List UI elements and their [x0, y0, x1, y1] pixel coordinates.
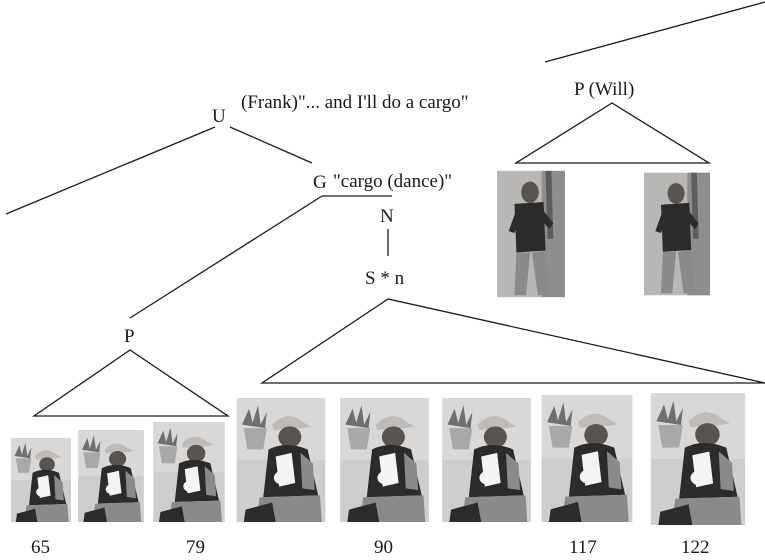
frame-number: 90 [374, 537, 393, 558]
edge-top-right [544, 1, 765, 63]
triangle-p-left [31, 349, 231, 417]
video-frame-8 [650, 393, 746, 525]
node-n: N [380, 206, 394, 227]
video-frame-6 [442, 398, 531, 522]
video-frame-1 [11, 438, 71, 522]
video-frame-3 [153, 422, 225, 522]
video-frame-7 [541, 395, 633, 522]
utterance-quote: (Frank)"... and I'll do a cargo" [241, 92, 469, 113]
edge-u-g [229, 126, 313, 164]
node-p-left: P [124, 326, 135, 347]
node-p-will: P (Will) [574, 79, 634, 100]
video-frame-4 [236, 398, 326, 522]
edge-u-left [5, 126, 216, 215]
frame-number: 122 [681, 537, 710, 558]
gloss-quote: "cargo (dance)" [333, 171, 452, 192]
frame-number: 65 [31, 537, 50, 558]
triangle-sn [259, 298, 765, 384]
video-frame-2 [78, 430, 144, 522]
node-u: U [212, 106, 226, 127]
edge-g-p [129, 195, 323, 319]
video-frame-5 [340, 398, 429, 522]
node-s-n: S * n [365, 268, 405, 289]
will-frame-1 [497, 170, 565, 298]
will-frame-2 [644, 172, 710, 296]
node-g: G [313, 172, 327, 193]
frame-number: 117 [569, 537, 597, 558]
triangle-p-will [513, 102, 712, 164]
frame-number: 79 [186, 537, 205, 558]
